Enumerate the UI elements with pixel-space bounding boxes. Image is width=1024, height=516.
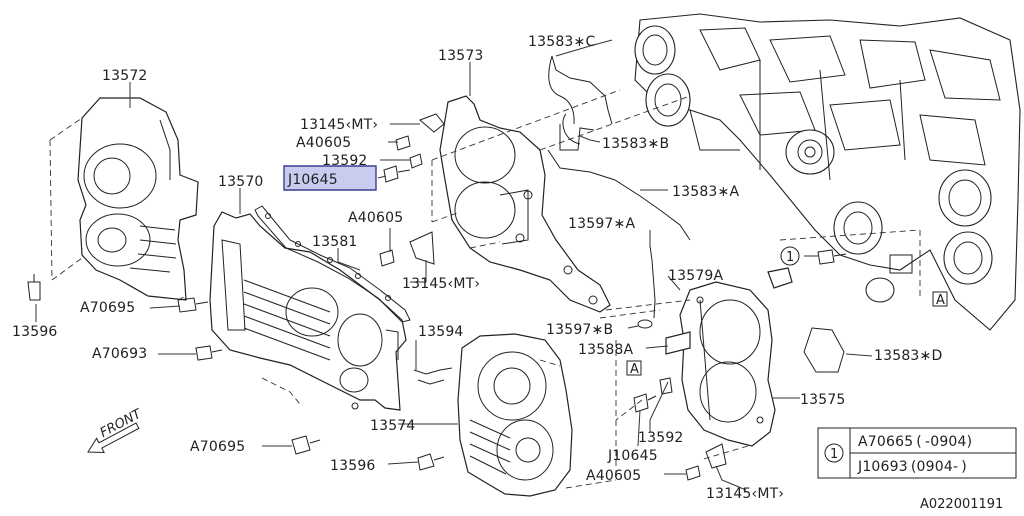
label-13592-bot[interactable]: 13592 bbox=[638, 430, 684, 446]
label-13570[interactable]: 13570 bbox=[218, 174, 264, 190]
clip-13594 bbox=[414, 368, 452, 384]
bracket-13145-top bbox=[420, 114, 444, 132]
bolts bbox=[28, 136, 846, 480]
bracket-13588a bbox=[666, 332, 690, 354]
gasket-13583d bbox=[804, 328, 844, 372]
label-a40605-mid[interactable]: A40605 bbox=[348, 210, 403, 226]
label-13596-left[interactable]: 13596 bbox=[12, 324, 58, 340]
bracket-13145-mid bbox=[410, 232, 434, 264]
label-13596-bot[interactable]: 13596 bbox=[330, 458, 376, 474]
cover-13574 bbox=[458, 334, 572, 496]
seal-13597a bbox=[650, 246, 655, 318]
label-13583c[interactable]: 13583∗C bbox=[528, 34, 595, 50]
label-13572[interactable]: 13572 bbox=[102, 68, 148, 84]
cover-13572 bbox=[78, 98, 198, 300]
cover-13575 bbox=[680, 282, 775, 446]
label-13594[interactable]: 13594 bbox=[418, 324, 464, 340]
label-13145-mt-top[interactable]: 13145‹MT› bbox=[300, 117, 378, 133]
label-13145-mt-bot[interactable]: 13145‹MT› bbox=[706, 486, 784, 502]
callout-a-right: A bbox=[936, 293, 945, 308]
seal-13583b bbox=[560, 114, 594, 150]
label-13592-top[interactable]: 13592 bbox=[322, 153, 368, 169]
leader-lines bbox=[36, 40, 872, 490]
legend-row-1[interactable]: A70665 ( -0904) bbox=[858, 434, 972, 450]
label-13145-mt-mid[interactable]: 13145‹MT› bbox=[402, 276, 480, 292]
part-labels: 13572 13573 13583∗C 13145‹MT› A40605 135… bbox=[12, 34, 1003, 512]
gasket-13581 bbox=[255, 206, 410, 322]
label-j10645-bot[interactable]: J10645 bbox=[607, 448, 658, 464]
back-plate-13573 bbox=[440, 96, 610, 312]
label-13575[interactable]: 13575 bbox=[800, 392, 846, 408]
label-13573[interactable]: 13573 bbox=[438, 48, 484, 64]
callout-circle-one bbox=[781, 247, 799, 265]
label-a70695-mid[interactable]: A70695 bbox=[80, 300, 135, 316]
label-13579a[interactable]: 13579A bbox=[668, 268, 724, 284]
legend-row-2[interactable]: J10693 (0904- ) bbox=[857, 459, 967, 475]
bracket-13145-bot bbox=[706, 444, 726, 468]
label-13583a[interactable]: 13583∗A bbox=[672, 184, 739, 200]
highlighted-part-box[interactable] bbox=[284, 166, 376, 190]
label-a70693[interactable]: A70693 bbox=[92, 346, 147, 362]
diagram-id: A022001191 bbox=[920, 497, 1003, 512]
callout-one: 1 bbox=[786, 250, 794, 265]
label-a40605-top[interactable]: A40605 bbox=[296, 135, 351, 151]
legend-table: 1 A70665 ( -0904) J10693 (0904- ) bbox=[818, 428, 1016, 478]
callout-a-mid: A bbox=[630, 362, 639, 377]
label-j10645-top[interactable]: J10645 bbox=[287, 172, 338, 188]
label-a70695-bot[interactable]: A70695 bbox=[190, 439, 245, 455]
pad-13579a bbox=[768, 268, 792, 288]
label-13574[interactable]: 13574 bbox=[370, 418, 416, 434]
engine-block bbox=[635, 14, 1020, 330]
label-a40605-bot[interactable]: A40605 bbox=[586, 468, 641, 484]
front-label: FRONT bbox=[98, 406, 145, 441]
callout-a-box-right bbox=[933, 292, 947, 306]
label-13583d[interactable]: 13583∗D bbox=[874, 348, 942, 364]
label-13583b[interactable]: 13583∗B bbox=[602, 136, 669, 152]
seal-13597b bbox=[638, 320, 652, 328]
label-13581[interactable]: 13581 bbox=[312, 234, 358, 250]
callout-a-box-mid bbox=[627, 361, 641, 375]
belt-cover-13570 bbox=[210, 212, 406, 410]
dashed-guides bbox=[50, 90, 920, 488]
label-13588a[interactable]: 13588A bbox=[578, 342, 634, 358]
seal-13583a bbox=[548, 150, 690, 240]
seal-13583c bbox=[549, 56, 612, 124]
front-direction-arrow: FRONT bbox=[80, 406, 145, 459]
legend-marker: 1 bbox=[830, 447, 838, 462]
label-13597b[interactable]: 13597∗B bbox=[546, 322, 613, 338]
label-13597a[interactable]: 13597∗A bbox=[568, 216, 635, 232]
